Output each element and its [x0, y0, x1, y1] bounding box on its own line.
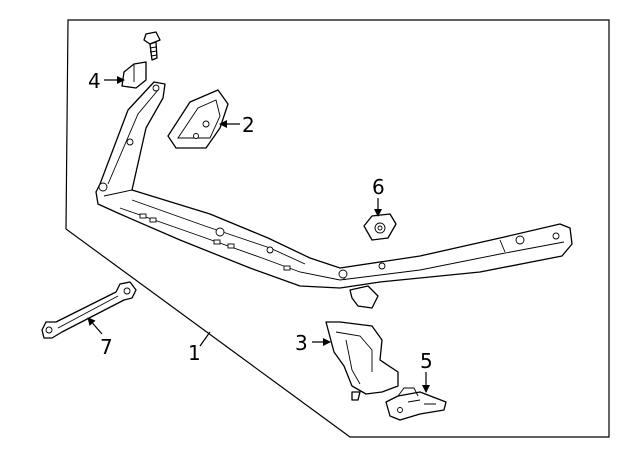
bracket-part-4	[121, 61, 147, 89]
bracket-part-5	[385, 387, 447, 421]
bolt	[143, 31, 161, 61]
callout-3: 3	[295, 331, 308, 355]
leader-1	[199, 331, 211, 347]
callout-4: 4	[88, 69, 101, 93]
callout-1: 1	[188, 341, 201, 365]
bracket-part-2	[167, 89, 229, 149]
callout-5: 5	[420, 349, 433, 373]
callout-6: 6	[372, 175, 385, 199]
upper-tie-bar	[95, 81, 573, 309]
cushion-part-6	[363, 213, 397, 241]
callout-7: 7	[100, 335, 113, 359]
deflector-part-3	[325, 321, 399, 401]
leader-7	[87, 317, 103, 335]
brace-part-7	[41, 281, 137, 339]
assembly-boundary	[65, 19, 610, 438]
callout-2: 2	[242, 113, 255, 137]
